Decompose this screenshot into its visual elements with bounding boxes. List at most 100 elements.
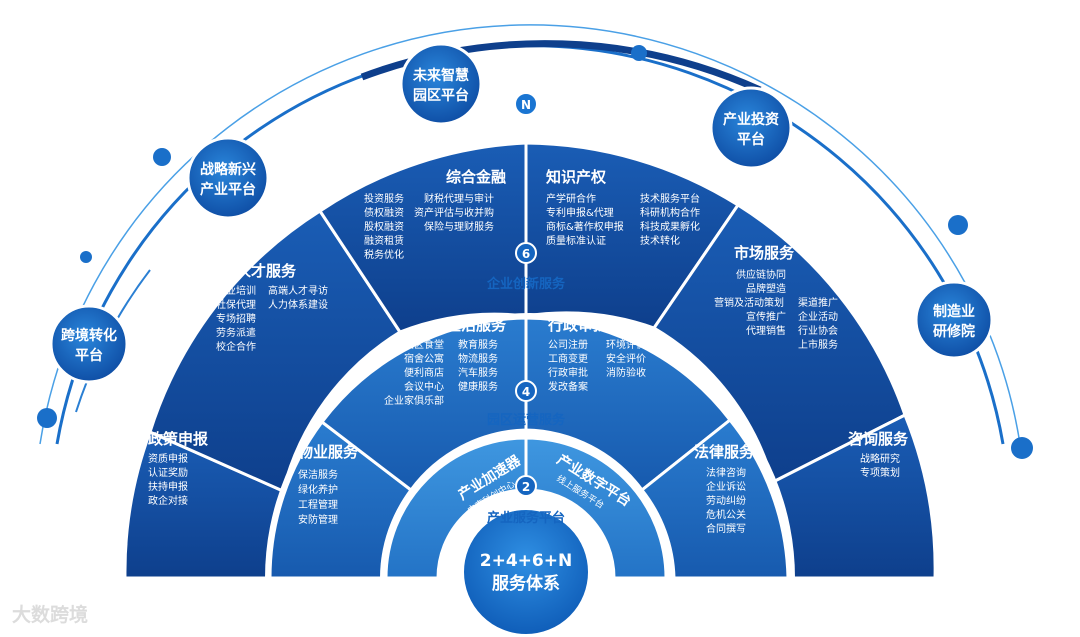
- svg-text:汽车服务: 汽车服务: [458, 366, 498, 379]
- svg-text:平台: 平台: [737, 131, 765, 148]
- svg-text:高端人才寻访: 高端人才寻访: [268, 284, 328, 297]
- platform-future-smart-park: 未来智慧 园区平台: [399, 42, 483, 126]
- svg-text:行业协会: 行业协会: [798, 324, 838, 337]
- svg-text:代理销售: 代理销售: [746, 324, 786, 337]
- svg-text:技术转化: 技术转化: [640, 234, 680, 247]
- svg-text:政策申报: 政策申报: [148, 430, 208, 448]
- badge-outer: 6: [515, 242, 537, 264]
- svg-text:专场招聘: 专场招聘: [216, 312, 256, 325]
- sector-admin-approval: 行政审批 公司注册 工商变更 行政审批 发改备案 环境评价 安全评价 消防验收: [547, 316, 646, 393]
- svg-text:商标&著作权申报: 商标&著作权申报: [546, 220, 624, 233]
- svg-text:生活服务: 生活服务: [446, 316, 507, 334]
- svg-text:综合金融: 综合金融: [446, 168, 506, 186]
- svg-text:产学研合作: 产学研合作: [546, 192, 596, 205]
- svg-text:环境评价: 环境评价: [606, 338, 646, 351]
- svg-text:保洁服务: 保洁服务: [298, 468, 338, 481]
- svg-text:校企合作: 校企合作: [216, 340, 256, 353]
- sector-property: 物业服务 保洁服务 绿化养护 工程管理 安防管理: [298, 443, 359, 526]
- svg-text:上市服务: 上市服务: [798, 338, 838, 351]
- svg-text:质量标准认证: 质量标准认证: [546, 234, 606, 247]
- svg-text:人才服务: 人才服务: [236, 262, 297, 280]
- svg-text:工商变更: 工商变更: [548, 352, 588, 365]
- platform-manufacturing-institute: 制造业 研修院: [914, 280, 994, 360]
- svg-text:财税代理与审计: 财税代理与审计: [424, 192, 494, 205]
- band-label-inner: 产业服务平台: [487, 510, 565, 526]
- band-label-outer: 企业创新服务: [486, 276, 566, 292]
- decor-dot: [37, 408, 57, 428]
- svg-text:科研机构合作: 科研机构合作: [640, 206, 700, 219]
- svg-text:战略研究: 战略研究: [860, 452, 900, 465]
- svg-text:融资租赁: 融资租赁: [364, 234, 404, 247]
- center-line2: 服务体系: [492, 573, 560, 594]
- svg-text:供应链协同: 供应链协同: [736, 268, 786, 281]
- svg-text:品牌塑造: 品牌塑造: [746, 282, 786, 295]
- svg-text:税务优化: 税务优化: [364, 248, 404, 261]
- svg-text:资产评估与收并购: 资产评估与收并购: [414, 206, 494, 219]
- svg-text:技术服务平台: 技术服务平台: [640, 192, 700, 205]
- svg-text:人力体系建设: 人力体系建设: [268, 298, 328, 311]
- svg-text:绿化养护: 绿化养护: [298, 483, 338, 496]
- svg-text:平台: 平台: [75, 347, 103, 364]
- svg-text:安防管理: 安防管理: [298, 513, 338, 526]
- svg-text:园区食堂: 园区食堂: [404, 338, 444, 351]
- svg-text:工程管理: 工程管理: [298, 498, 338, 511]
- sector-market: 市场服务 供应链协同 品牌塑造 营销及活动策划 宣传推广 代理销售 渠道推广 企…: [714, 244, 838, 351]
- svg-text:战略新兴: 战略新兴: [200, 161, 256, 178]
- platform-cross-border: 跨境转化 平台: [49, 304, 129, 384]
- badge-middle: 4: [515, 380, 537, 402]
- badge-inner: 2: [515, 475, 537, 497]
- svg-text:营销及活动策划: 营销及活动策划: [714, 296, 784, 309]
- svg-text:2: 2: [522, 480, 530, 494]
- svg-text:政企对接: 政企对接: [148, 494, 188, 507]
- svg-text:宿舍公寓: 宿舍公寓: [404, 352, 444, 365]
- svg-text:消防验收: 消防验收: [606, 366, 646, 379]
- svg-text:安全评价: 安全评价: [606, 352, 646, 365]
- svg-text:教育服务: 教育服务: [458, 338, 498, 351]
- svg-text:物业服务: 物业服务: [298, 443, 359, 461]
- decor-dot: [80, 251, 92, 263]
- svg-text:认证奖励: 认证奖励: [148, 466, 188, 479]
- svg-text:企业活动: 企业活动: [798, 310, 838, 323]
- sector-consulting: 咨询服务 战略研究 专项策划: [848, 430, 909, 479]
- svg-text:行政审批: 行政审批: [548, 366, 588, 379]
- middle-ring: [268, 316, 790, 580]
- badge-top: N: [514, 92, 538, 116]
- center-hub: [460, 506, 592, 637]
- sector-talent: 人才服务 专业培训 社保代理 专场招聘 劳务派遣 校企合作 高端人才寻访 人力体…: [216, 262, 328, 353]
- svg-text:4: 4: [522, 385, 530, 399]
- svg-text:园区平台: 园区平台: [413, 87, 469, 104]
- watermark-text: 大数跨境: [12, 604, 89, 626]
- sector-life: 生活服务 园区食堂 宿舍公寓 便利商店 会议中心 教育服务 物流服务 汽车服务 …: [384, 316, 507, 407]
- svg-text:社保代理: 社保代理: [216, 298, 256, 311]
- svg-text:债权融资: 债权融资: [364, 206, 404, 219]
- decor-dot: [631, 45, 647, 61]
- svg-text:N: N: [521, 98, 531, 112]
- svg-text:健康服务: 健康服务: [458, 380, 498, 393]
- svg-text:便利商店: 便利商店: [404, 366, 444, 379]
- svg-text:6: 6: [522, 247, 530, 261]
- svg-text:未来智慧: 未来智慧: [413, 67, 469, 84]
- sector-finance: 综合金融 投资服务 债权融资 股权融资 融资租赁 税务优化 财税代理与审计 资产…: [364, 168, 506, 261]
- watermark-logo: 大数跨境: [12, 600, 88, 627]
- svg-text:专利申报&代理: 专利申报&代理: [546, 206, 614, 219]
- svg-text:市场服务: 市场服务: [734, 244, 795, 262]
- svg-text:咨询服务: 咨询服务: [848, 430, 909, 448]
- svg-text:知识产权: 知识产权: [546, 168, 607, 186]
- svg-text:扶持申报: 扶持申报: [148, 480, 188, 493]
- svg-text:科技成果孵化: 科技成果孵化: [640, 220, 700, 233]
- svg-text:专项策划: 专项策划: [860, 466, 900, 479]
- svg-text:危机公关: 危机公关: [706, 508, 746, 521]
- svg-text:企业诉讼: 企业诉讼: [706, 480, 746, 493]
- sector-policy: 政策申报 资质申报 认证奖励 扶持申报 政企对接: [148, 430, 208, 507]
- svg-text:合同撰写: 合同撰写: [706, 522, 746, 535]
- svg-text:资质申报: 资质申报: [148, 452, 188, 465]
- band-label-middle: 园区运营服务: [487, 412, 566, 428]
- decor-dot: [1011, 437, 1033, 459]
- svg-text:宣传推广: 宣传推广: [746, 310, 786, 323]
- svg-text:劳动纠纷: 劳动纠纷: [706, 494, 746, 507]
- svg-text:产业平台: 产业平台: [200, 181, 256, 198]
- decor-dot: [948, 215, 968, 235]
- svg-text:跨境转化: 跨境转化: [61, 327, 117, 344]
- svg-text:专业培训: 专业培训: [216, 284, 256, 297]
